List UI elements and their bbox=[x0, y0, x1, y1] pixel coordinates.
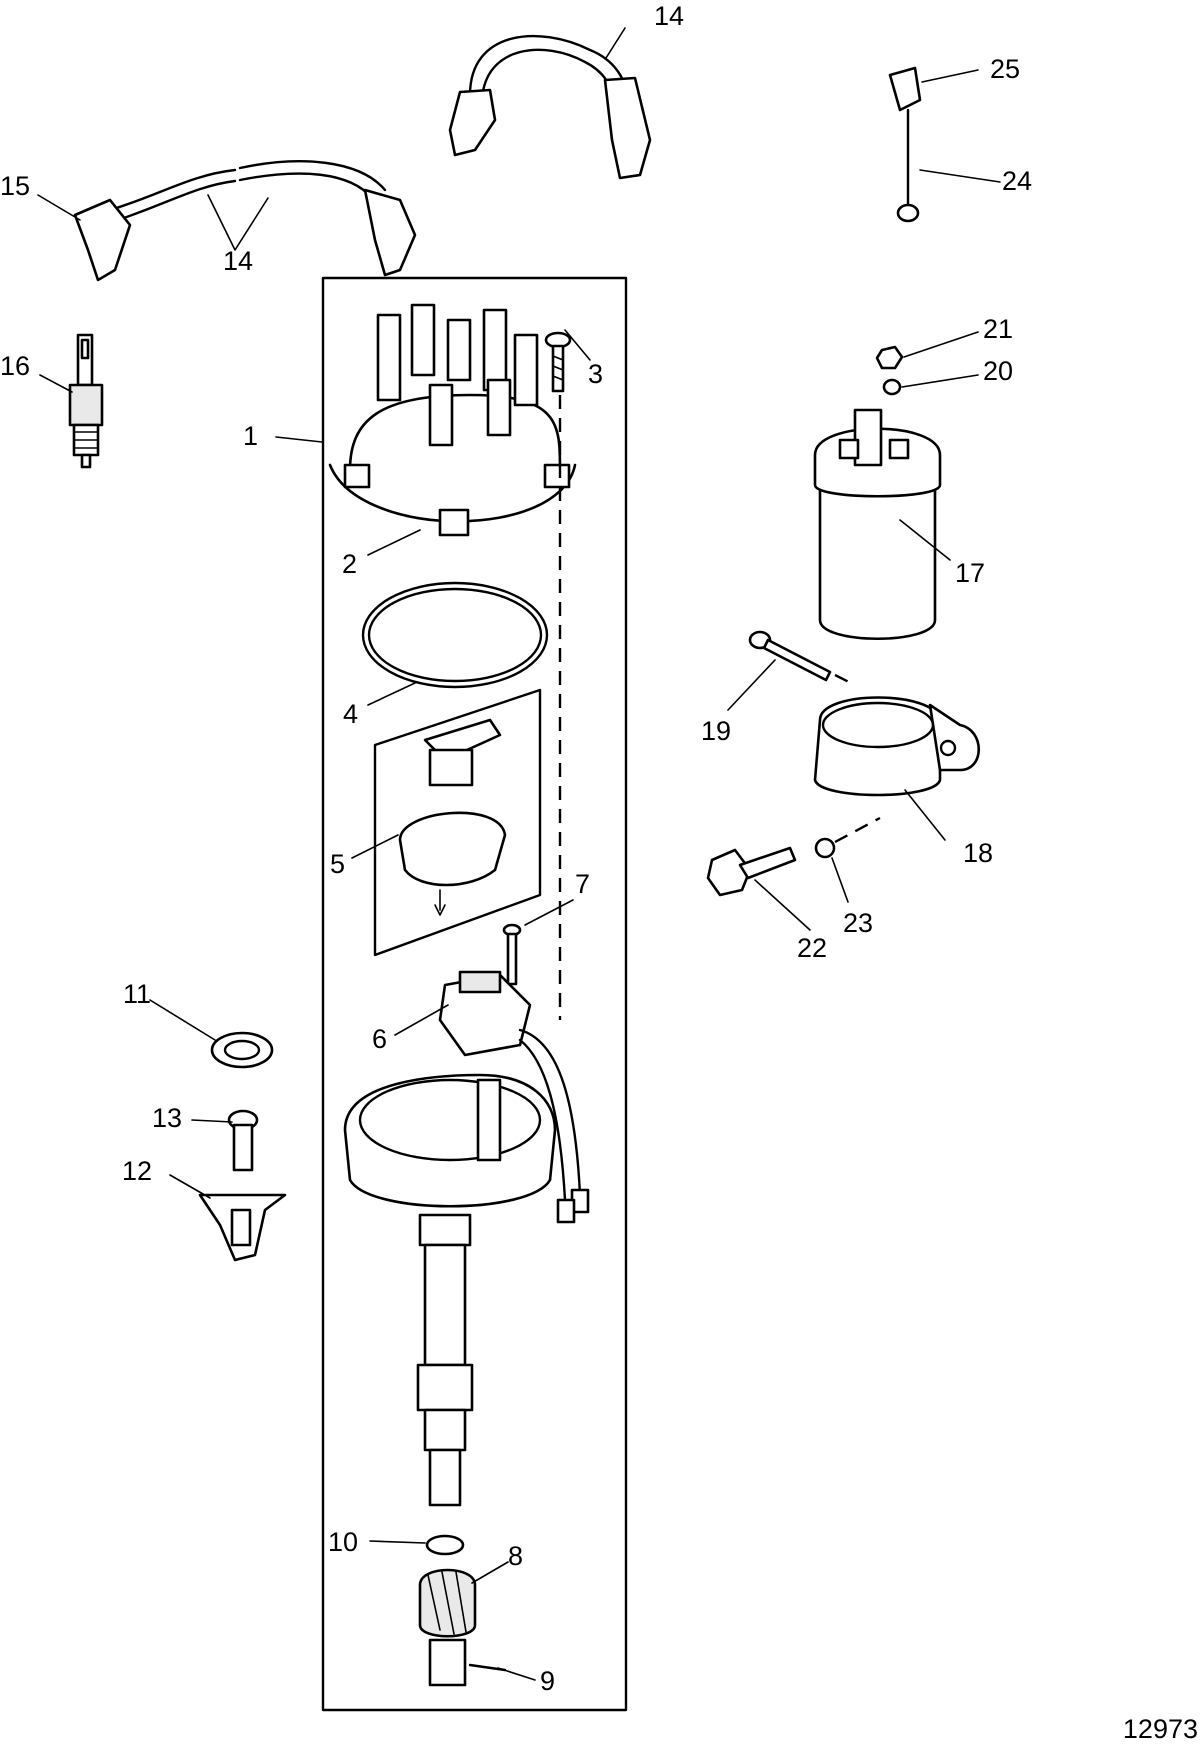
callout-22: 22 bbox=[797, 933, 827, 963]
callout-15: 15 bbox=[0, 171, 30, 201]
callout-6: 6 bbox=[372, 1024, 387, 1054]
callout-14a: 14 bbox=[654, 1, 684, 31]
callout-17: 17 bbox=[955, 558, 985, 588]
callout-23: 23 bbox=[843, 908, 873, 938]
callout-4: 4 bbox=[343, 699, 358, 729]
callout-1: 1 bbox=[243, 421, 258, 451]
rotor-icon bbox=[373, 688, 542, 957]
callout-13: 13 bbox=[152, 1103, 182, 1133]
seal-ring-icon bbox=[361, 581, 549, 689]
bolt-icon bbox=[706, 837, 836, 897]
callout-10: 10 bbox=[328, 1527, 358, 1557]
callout-2: 2 bbox=[342, 549, 357, 579]
callout-19: 19 bbox=[701, 716, 731, 746]
callout-3: 3 bbox=[588, 359, 603, 389]
spark-plug-icon bbox=[68, 333, 104, 469]
coil-bracket-icon bbox=[813, 696, 981, 797]
nut-icon bbox=[875, 345, 904, 370]
long-screw-icon bbox=[748, 630, 832, 682]
pickup-coil-icon bbox=[438, 970, 590, 1224]
distributor-assembly-frame bbox=[321, 276, 628, 1712]
leader-lines bbox=[37, 27, 1001, 1681]
washer-11-icon bbox=[210, 1031, 274, 1069]
drive-gear-icon bbox=[418, 1568, 477, 1687]
callout-16: 16 bbox=[0, 351, 30, 381]
spark-plug-wire-icon bbox=[73, 34, 652, 282]
callout-7: 7 bbox=[575, 869, 590, 899]
screw-path-line bbox=[834, 673, 856, 687]
callout-12: 12 bbox=[122, 1156, 152, 1186]
callout-5: 5 bbox=[330, 849, 345, 879]
distributor-cap-icon bbox=[328, 303, 577, 537]
callout-14b: 14 bbox=[223, 246, 253, 276]
callout-20: 20 bbox=[983, 356, 1013, 386]
clamp-icon bbox=[198, 1109, 287, 1262]
small-screw-icon bbox=[502, 923, 522, 986]
callout-25: 25 bbox=[990, 54, 1020, 84]
callout-24: 24 bbox=[1002, 166, 1032, 196]
bolt-path-line bbox=[834, 816, 881, 844]
callout-18: 18 bbox=[963, 838, 993, 868]
cap-screw-icon bbox=[544, 331, 572, 393]
figure-number: 12973 bbox=[1123, 1714, 1198, 1744]
callout-8: 8 bbox=[508, 1541, 523, 1571]
ignition-coil-icon bbox=[813, 408, 942, 640]
strap-icon bbox=[888, 66, 922, 223]
callout-11: 11 bbox=[123, 979, 151, 1009]
lock-washer-icon bbox=[882, 378, 902, 396]
callout-21: 21 bbox=[983, 314, 1013, 344]
callout-9: 9 bbox=[540, 1666, 555, 1696]
distributor-housing-icon bbox=[343, 1073, 557, 1507]
washer-icon bbox=[425, 1534, 465, 1556]
